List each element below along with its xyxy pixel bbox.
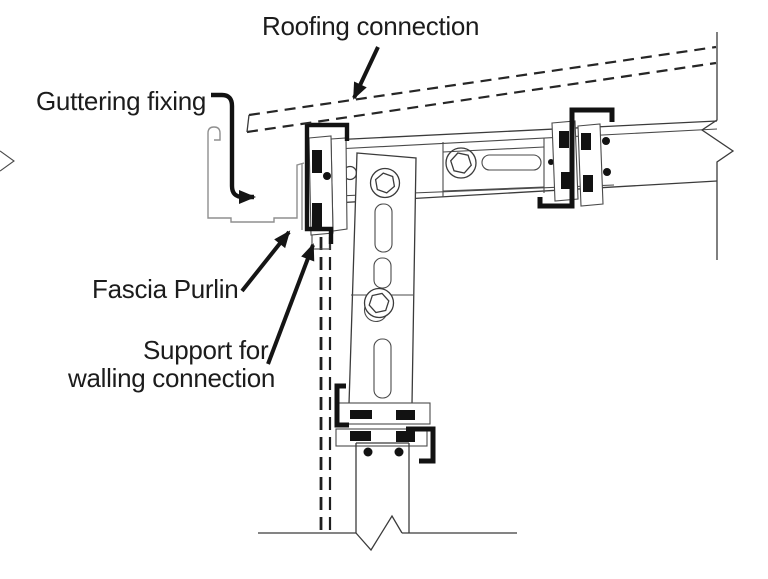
label-support-line1: Support for xyxy=(143,335,269,365)
guttering-fixing-leader xyxy=(211,92,256,204)
support-walling-leader xyxy=(266,243,315,365)
base-plate-connection xyxy=(334,383,436,464)
splice-z-cleat xyxy=(537,107,615,209)
base-right-cleat xyxy=(406,426,436,464)
section-cut-edge xyxy=(700,32,735,260)
roof-sheeting xyxy=(246,45,717,134)
wall-sheeting-lines xyxy=(311,232,332,531)
base-left-cleat xyxy=(334,383,349,428)
label-fascia-purlin: Fascia Purlin xyxy=(92,274,239,304)
strut-slot xyxy=(373,338,392,399)
label-roofing-connection: Roofing connection xyxy=(262,11,480,41)
label-support-line2: walling connection xyxy=(68,363,276,393)
strut-slot xyxy=(373,257,392,289)
gutter-profile xyxy=(207,126,305,230)
strut-slot xyxy=(374,203,393,253)
beam-slot xyxy=(481,154,542,171)
label-guttering-fixing: Guttering fixing xyxy=(36,86,207,116)
fascia-angle xyxy=(304,122,350,244)
support-strut xyxy=(348,152,417,405)
section-break-chevron xyxy=(0,150,15,172)
rafter-splice-connection xyxy=(537,107,615,209)
roofing-connection-leader xyxy=(352,46,380,100)
hex-bolt-strut-mid xyxy=(363,287,395,323)
column xyxy=(355,442,410,552)
hex-bolt-beam xyxy=(445,147,477,179)
fascia-purlin-leader xyxy=(240,230,291,293)
column-break-symbol xyxy=(355,514,403,552)
leader-arrows xyxy=(211,46,380,365)
fascia-purlin-bracket xyxy=(304,122,350,244)
hex-bolt-strut-top xyxy=(369,167,401,199)
